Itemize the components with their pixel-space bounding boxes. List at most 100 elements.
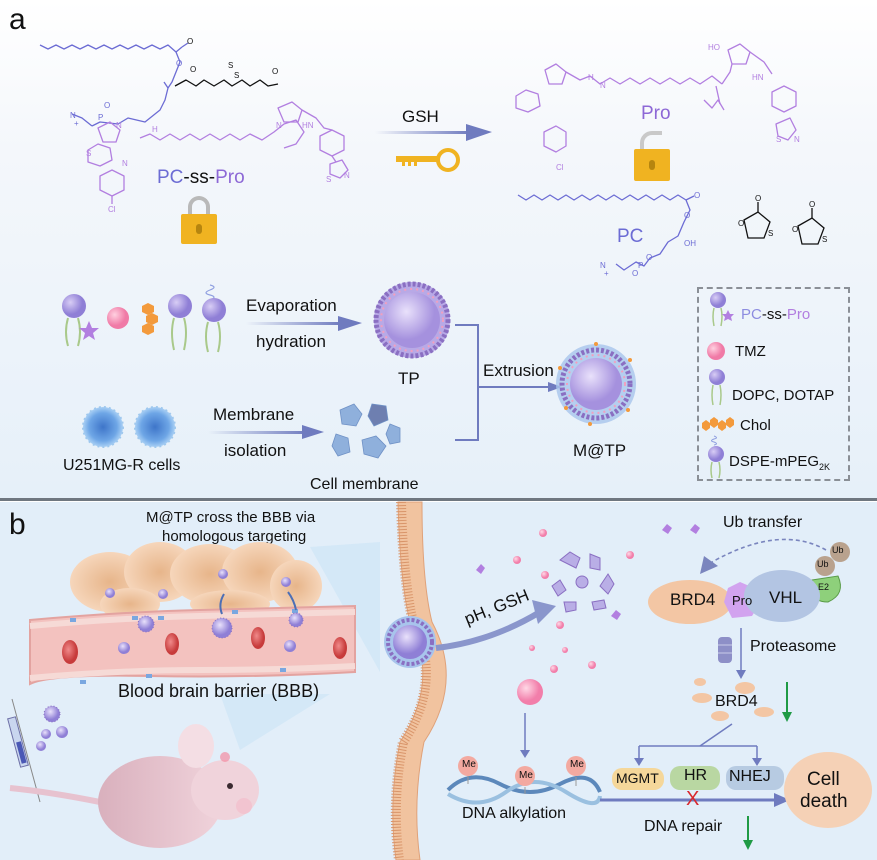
legend-icons — [702, 292, 734, 479]
nanoparticle — [288, 612, 304, 628]
gsh-arrow — [375, 124, 492, 141]
panel-divider — [0, 498, 877, 501]
bbb-caption-line2: homologous targeting — [162, 528, 307, 545]
legend-dspe-mpeg-icon — [708, 435, 724, 479]
legend-item-chol: Chol — [740, 417, 771, 434]
legend-item-pc-ss-pro: PC-ss-Pro — [741, 307, 810, 322]
step1-top-label: Evaporation — [246, 296, 337, 315]
panel-b: b M@TP cross the BBB via homologous targ… — [0, 501, 877, 860]
product-pc-label: PC — [617, 226, 644, 247]
proteasome-icon — [718, 637, 732, 663]
cell-death-line1: Cell — [807, 769, 840, 790]
u251mg-r-cell-icon — [82, 406, 124, 448]
atom-cl: Cl — [556, 163, 564, 172]
panel-b-illustration — [7, 501, 872, 860]
atom-s: S — [776, 135, 781, 144]
to-cell-death-arrow — [774, 793, 790, 807]
atom-s: S — [86, 149, 91, 158]
svg-text:O: O — [684, 211, 690, 220]
m-at-tp-at-membrane — [384, 616, 436, 668]
nanoparticle — [211, 617, 233, 639]
red-blood-cell — [165, 633, 179, 655]
m-at-tp-nanoparticle — [556, 342, 636, 426]
red-blood-cell — [62, 640, 78, 664]
pc-ss-pro-lipid-icon — [62, 294, 99, 347]
vhl-label: VHL — [769, 588, 803, 607]
atom-o: O — [272, 67, 278, 76]
fatty-acid-chain — [39, 44, 183, 53]
tmz-icon — [107, 307, 129, 329]
legend-chol-icon — [702, 417, 734, 431]
brd4-degraded-label: BRD4 — [715, 693, 758, 710]
tumor-cell-cluster — [70, 542, 322, 620]
atom-ho: HO — [708, 43, 720, 52]
atom-s: S — [326, 175, 331, 184]
atom-o: O — [190, 65, 196, 74]
legend-dopc-icon — [709, 369, 725, 406]
nanoparticle — [284, 640, 296, 652]
methyl-group-icon — [566, 756, 586, 786]
membrane-isolation-arrow — [208, 431, 308, 434]
panel-a: a — [0, 0, 877, 498]
lock-open-icon — [634, 131, 670, 181]
u251mg-r-cell-icon — [134, 406, 176, 448]
oxathiolanone-ring — [743, 211, 771, 239]
tp-nanoparticle — [373, 281, 451, 359]
lock-closed-icon — [181, 196, 217, 246]
svg-text:O: O — [755, 194, 761, 203]
svg-text:O: O — [792, 225, 798, 234]
atom-cl: Cl — [108, 205, 116, 214]
dna-repair-label: DNA repair — [644, 818, 723, 835]
svg-text:O: O — [809, 200, 815, 209]
atom-h: H — [588, 73, 594, 82]
e2-label: E2 — [818, 582, 830, 592]
legend-dspe-label: DSPE-mPEG — [729, 453, 820, 470]
product-pro-label: Pro — [641, 103, 671, 124]
atom-p: P — [98, 113, 103, 122]
brd4-label: BRD4 — [670, 590, 716, 609]
atom-o: O — [187, 37, 193, 46]
legend-item-dopc-dotap: DOPC, DOTAP — [732, 387, 835, 404]
tp-label: TP — [398, 369, 420, 388]
block-x-mark: X — [686, 788, 700, 810]
ub-label: Ub — [832, 545, 844, 555]
svg-text:S: S — [768, 229, 773, 238]
svg-text:O: O — [632, 269, 638, 278]
bbb-caption-line1: M@TP cross the BBB via — [146, 509, 316, 526]
cells-label: U251MG-R cells — [63, 457, 181, 474]
cell-membrane-label: Cell membrane — [310, 476, 419, 493]
reactant-suffix: Pro — [215, 167, 245, 188]
proteasome-label: Proteasome — [750, 638, 837, 655]
reactant-structure: O O O S S O P O N + N H S N Cl N HN S N — [39, 37, 350, 214]
oxathiolanone-ring — [797, 217, 825, 245]
svg-text:S: S — [822, 235, 827, 244]
preparation-diagram — [62, 281, 636, 459]
panel-label-a: a — [9, 3, 26, 36]
reactant-linker: -ss- — [183, 167, 216, 188]
ub-icon — [815, 556, 835, 576]
nanoparticle — [118, 642, 130, 654]
extrusion-label: Extrusion — [483, 361, 554, 380]
combine-bracket — [455, 324, 479, 441]
dspe-mpeg-lipid-icon — [202, 284, 226, 353]
svg-text:+: + — [604, 269, 609, 278]
atom-oh: OH — [684, 239, 696, 248]
dna-helix — [446, 775, 602, 794]
legend-dspe-subscript: 2K — [819, 462, 831, 472]
pro-label: Pro — [732, 593, 753, 608]
atom-s: S — [234, 71, 239, 80]
extrusion-arrow — [548, 382, 562, 392]
syringe-icon — [7, 698, 41, 803]
atom-s: S — [228, 61, 233, 70]
ub-transfer-label: Ub transfer — [723, 514, 803, 531]
dopc-lipid-icon — [168, 294, 192, 351]
methyl-group-icon — [458, 756, 478, 784]
atom-p: P — [638, 261, 643, 270]
atom-n: N — [600, 81, 606, 90]
atom-n: N — [122, 159, 128, 168]
bbb-label: Blood brain barrier (BBB) — [118, 681, 320, 701]
key-icon — [396, 148, 460, 172]
atom-plus: + — [74, 119, 79, 128]
methyl-label: Me — [462, 759, 476, 770]
gsh-label: GSH — [402, 107, 439, 126]
